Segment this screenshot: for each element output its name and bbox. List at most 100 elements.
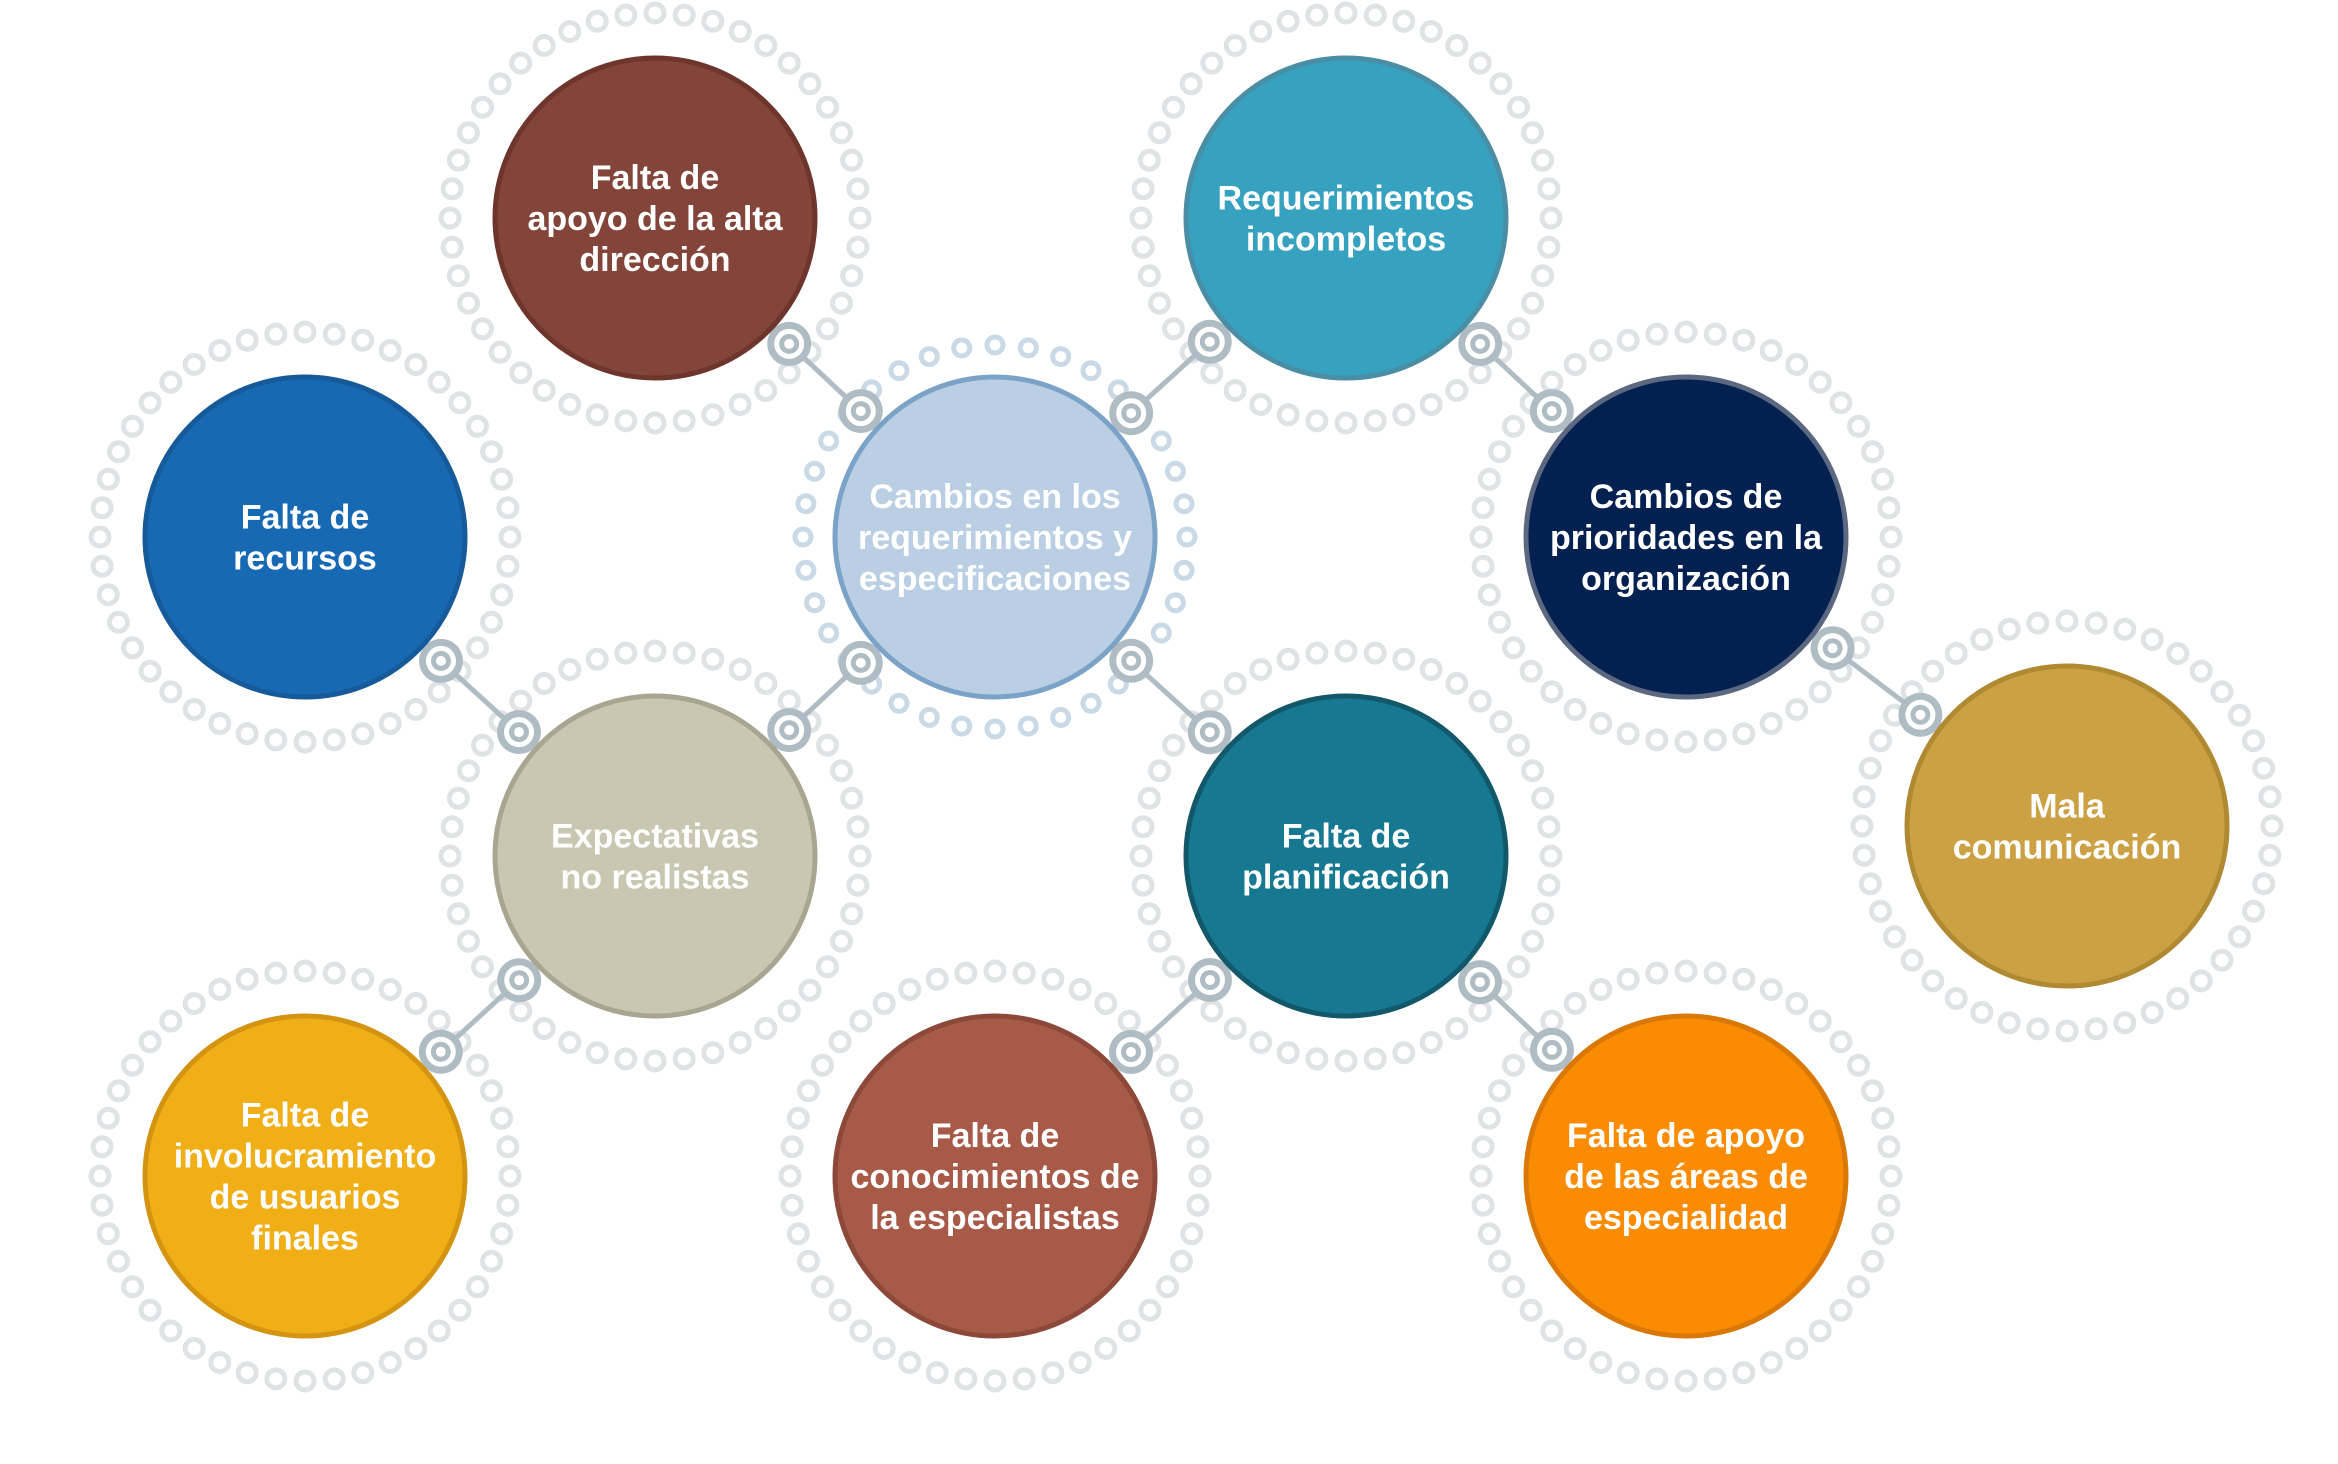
ring-dot	[1970, 1001, 1994, 1024]
ring-dot	[1477, 1106, 1501, 1130]
ring-dot	[440, 235, 464, 259]
connector-link	[1109, 638, 1232, 755]
ring-dot	[1869, 729, 1892, 753]
node-circle	[1523, 374, 1849, 700]
node-label-line: Falta de	[241, 499, 369, 537]
ring-dot	[1871, 583, 1895, 607]
ring-dot	[701, 1041, 725, 1065]
ring-dot	[1334, 1, 1358, 25]
ring-dot	[1519, 1298, 1543, 1322]
ring-dot	[840, 148, 864, 172]
ring-dot	[1531, 786, 1555, 810]
connector-badge-icon	[1458, 960, 1502, 1005]
ring-dot	[1900, 948, 1924, 972]
ring-dot	[121, 414, 144, 438]
ring-dot	[816, 955, 839, 979]
connector-link	[767, 321, 883, 434]
ring-dot	[1445, 34, 1469, 57]
ring-dot	[471, 955, 494, 979]
ring-dot	[925, 1361, 949, 1385]
ring-dot	[509, 999, 533, 1023]
ring-dot	[1469, 1164, 1493, 1188]
ring-dot	[2228, 703, 2251, 727]
ring-dot	[1471, 496, 1495, 520]
ring-dot	[1703, 961, 1727, 985]
ring-dot	[293, 730, 317, 754]
ring-dot	[1137, 264, 1161, 288]
ring-dot	[1997, 1011, 2021, 1035]
ring-dot	[1539, 206, 1563, 230]
ring-dot	[457, 121, 480, 145]
ring-dot	[480, 610, 503, 634]
ring-dot	[351, 967, 375, 991]
node-circle	[492, 55, 818, 381]
ring-dot	[780, 1193, 804, 1217]
ring-dot	[954, 961, 978, 985]
ring-dot	[1877, 554, 1901, 578]
ring-dot	[1531, 148, 1555, 172]
node-label-line: apoyo de la alta	[527, 200, 783, 238]
ring-dot	[2140, 1001, 2164, 1024]
ring-dot	[1477, 467, 1501, 491]
connector-badge-icon	[1898, 692, 1943, 737]
ring-dot	[1502, 636, 1525, 660]
node-label-line: Falta de	[591, 159, 719, 197]
ring-dot	[558, 658, 582, 681]
ring-dot	[1563, 698, 1587, 721]
ring-dot	[208, 712, 232, 735]
ring-dot	[918, 346, 940, 368]
ring-dot	[2252, 872, 2276, 896]
ring-dot	[1519, 659, 1543, 683]
node-circle	[1904, 663, 2230, 989]
ring-dot	[2140, 628, 2164, 651]
ring-dot	[457, 929, 480, 953]
ring-dot	[840, 902, 864, 926]
ring-dot	[1468, 51, 1492, 75]
ring-dot	[1732, 967, 1756, 991]
ring-dot	[182, 353, 206, 376]
connector-link	[419, 638, 541, 755]
ring-dot	[585, 1041, 609, 1065]
ring-dot	[2210, 680, 2234, 704]
connector-badge-icon	[1109, 638, 1154, 683]
ring-dot	[471, 733, 494, 757]
ring-dot	[1162, 317, 1185, 341]
ring-dot	[1468, 999, 1492, 1023]
ring-dot	[1094, 1337, 1118, 1360]
connector-badge-icon	[838, 389, 883, 434]
ring-dot	[954, 1367, 978, 1391]
connector-badge-icon	[497, 958, 542, 1003]
ring-dot	[1488, 1079, 1511, 1103]
ring-dot	[1540, 680, 1564, 704]
dot-ring	[778, 959, 1212, 1393]
dot-ring	[1469, 959, 1903, 1393]
ring-dot	[1861, 610, 1884, 634]
ring-dot	[816, 95, 839, 119]
ring-dot	[1589, 712, 1613, 735]
ring-dot	[496, 496, 520, 520]
ring-dot	[90, 1193, 114, 1217]
ring-dot	[846, 873, 870, 897]
node-circle	[142, 374, 468, 700]
connector-badge-icon	[1187, 710, 1232, 755]
ring-dot	[1223, 1017, 1247, 1040]
ring-dot	[1489, 710, 1513, 734]
ring-dot	[1276, 9, 1300, 33]
ring-dot	[1785, 1337, 1809, 1360]
ring-dot	[2113, 617, 2137, 641]
connector-link	[767, 640, 883, 753]
ring-dot	[1200, 689, 1224, 713]
ring-dot	[1616, 328, 1640, 352]
ring-dot	[427, 1319, 451, 1343]
ring-dot	[754, 379, 778, 402]
ring-dot	[846, 177, 870, 201]
node-label-line: Requerimientos	[1218, 180, 1475, 218]
ring-dot	[1861, 1079, 1884, 1103]
ring-dot	[951, 337, 973, 359]
ring-dot	[1507, 733, 1530, 757]
dot-ring	[88, 959, 522, 1393]
